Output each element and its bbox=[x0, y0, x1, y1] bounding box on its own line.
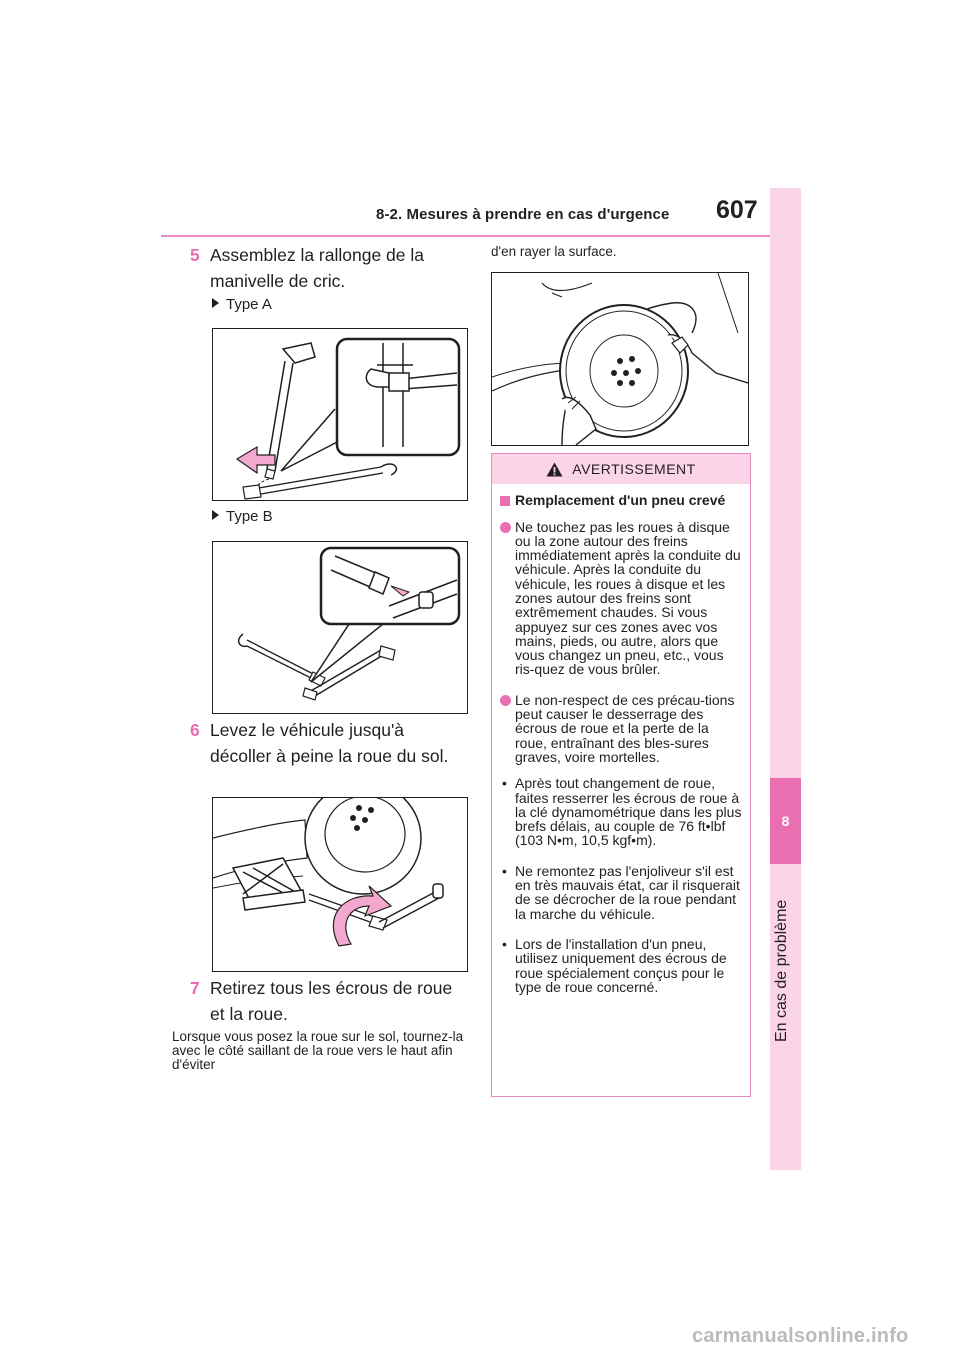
header-rule bbox=[161, 235, 770, 237]
step-7: 7 Retirez tous les écrous de roue et la … bbox=[190, 975, 465, 1027]
step-5: 5 Assemblez la rallonge de la manivelle … bbox=[190, 242, 465, 294]
warning-bullet: • Après tout changement de roue, faites … bbox=[502, 775, 742, 849]
arrow-icon bbox=[212, 298, 219, 308]
warning-item: Ne touchez pas les roues à disque ou la … bbox=[500, 519, 743, 677]
warning-item: Le non-respect de ces précau-tions peut … bbox=[500, 693, 743, 764]
bullet-icon: • bbox=[502, 935, 507, 952]
step-number: 5 bbox=[190, 245, 200, 265]
chapter-label: En cas de problème bbox=[773, 899, 790, 1042]
warning-section-title: Remplacement d'un pneu crevé bbox=[500, 493, 743, 508]
bullet-icon: • bbox=[502, 862, 507, 879]
warning-title: AVERTISSEMENT bbox=[572, 461, 696, 477]
warning-bullet: • Lors de l'installation d'un pneu, util… bbox=[502, 935, 727, 995]
dot-bullet-icon bbox=[500, 694, 511, 706]
page-number: 607 bbox=[716, 196, 758, 224]
figure-type-b bbox=[212, 541, 468, 714]
step-text: Levez le véhicule jusqu'à décoller à pei… bbox=[210, 720, 449, 766]
type-a-label: Type A bbox=[212, 296, 272, 313]
step-6: 6 Levez le véhicule jusqu'à décoller à p… bbox=[190, 717, 465, 769]
chapter-side-tab bbox=[770, 188, 801, 1170]
body-text-left: Lorsque vous posez la roue sur le sol, t… bbox=[172, 1029, 464, 1072]
warning-bullet: • Ne remontez pas l'enjoliveur s'il est … bbox=[502, 862, 740, 922]
arrow-icon bbox=[212, 510, 219, 520]
warning-header: AVERTISSEMENT bbox=[492, 454, 750, 484]
figure-wheel-install bbox=[491, 272, 749, 446]
step-number: 7 bbox=[190, 978, 200, 998]
figure-type-a bbox=[212, 328, 468, 501]
step-text: Assemblez la rallonge de la manivelle de… bbox=[210, 245, 425, 291]
step-number: 6 bbox=[190, 720, 200, 740]
body-text-right: d'en rayer la surface. bbox=[491, 244, 617, 259]
figure-jack-lift bbox=[212, 797, 468, 972]
dot-bullet-icon bbox=[500, 521, 511, 533]
warning-box: AVERTISSEMENT Remplacement d'un pneu cre… bbox=[491, 453, 751, 1097]
warning-triangle-icon bbox=[546, 462, 563, 476]
type-b-label: Type B bbox=[212, 508, 273, 525]
square-bullet-icon bbox=[500, 496, 510, 506]
step-text: Retirez tous les écrous de roue et la ro… bbox=[210, 978, 453, 1024]
bullet-icon: • bbox=[502, 775, 507, 792]
section-title: 8-2. Mesures à prendre en cas d'urgence bbox=[376, 206, 670, 223]
watermark: carmanualsonline.info bbox=[692, 1325, 909, 1347]
chapter-number-tab: 8 bbox=[770, 778, 801, 864]
